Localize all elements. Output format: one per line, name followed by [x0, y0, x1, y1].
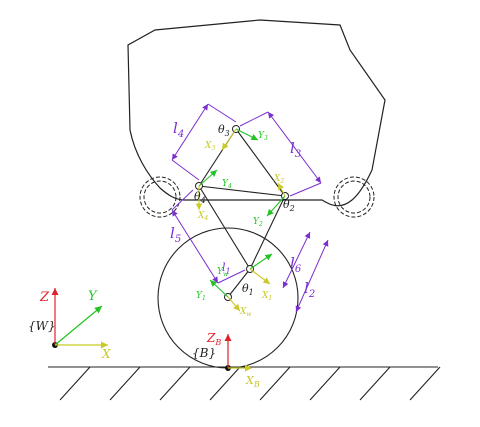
- axis-x3-label: X3: [204, 141, 215, 152]
- base-z-label: ZB: [206, 331, 221, 347]
- axis-y4-label: Y4: [222, 179, 232, 190]
- base-frame: [224, 334, 252, 372]
- link-l6-label: l6: [290, 254, 302, 275]
- world-x-label: X: [101, 347, 111, 361]
- link-l1-label: l1: [222, 261, 231, 276]
- world-frame: [51, 288, 108, 349]
- right-hip-joint: [333, 176, 375, 218]
- ground: [48, 366, 441, 401]
- link-l2-label: l2: [304, 279, 315, 300]
- angle-theta3-label: θ3: [218, 123, 230, 138]
- axis-yw-label: Yw: [217, 267, 229, 278]
- axis-xw-label: Xw: [239, 307, 252, 318]
- link-l3-label: l3: [290, 139, 301, 160]
- axis-y3-label: Y3: [258, 131, 268, 142]
- angle-theta1-label: θ1: [242, 282, 254, 297]
- left-hip-joint: [139, 176, 181, 218]
- axis-x4-label: X4: [197, 211, 208, 222]
- angle-theta2-label: θ2: [283, 198, 295, 213]
- link-l5-label: l5: [170, 224, 181, 245]
- axis-x1-label: X1: [261, 291, 272, 302]
- world-y-label: Y: [88, 289, 98, 304]
- robot-body-outline: [127, 19, 386, 207]
- axis-y1-label: Y1: [196, 291, 206, 302]
- world-z-label: Z: [39, 290, 50, 305]
- base-x-label: XB: [245, 374, 260, 389]
- link-l4-label: l4: [173, 119, 184, 140]
- base-frame-label: {B}: [192, 346, 216, 360]
- axis-y2-label: Y2: [253, 217, 263, 228]
- angle-theta4-label: θ4: [194, 190, 206, 205]
- world-frame-label: {W}: [28, 319, 56, 333]
- dimension-lines: [171, 103, 329, 313]
- axis-x2-label: X2: [273, 174, 284, 185]
- joint-markers: [195, 125, 289, 301]
- joint-axes: [195, 128, 286, 312]
